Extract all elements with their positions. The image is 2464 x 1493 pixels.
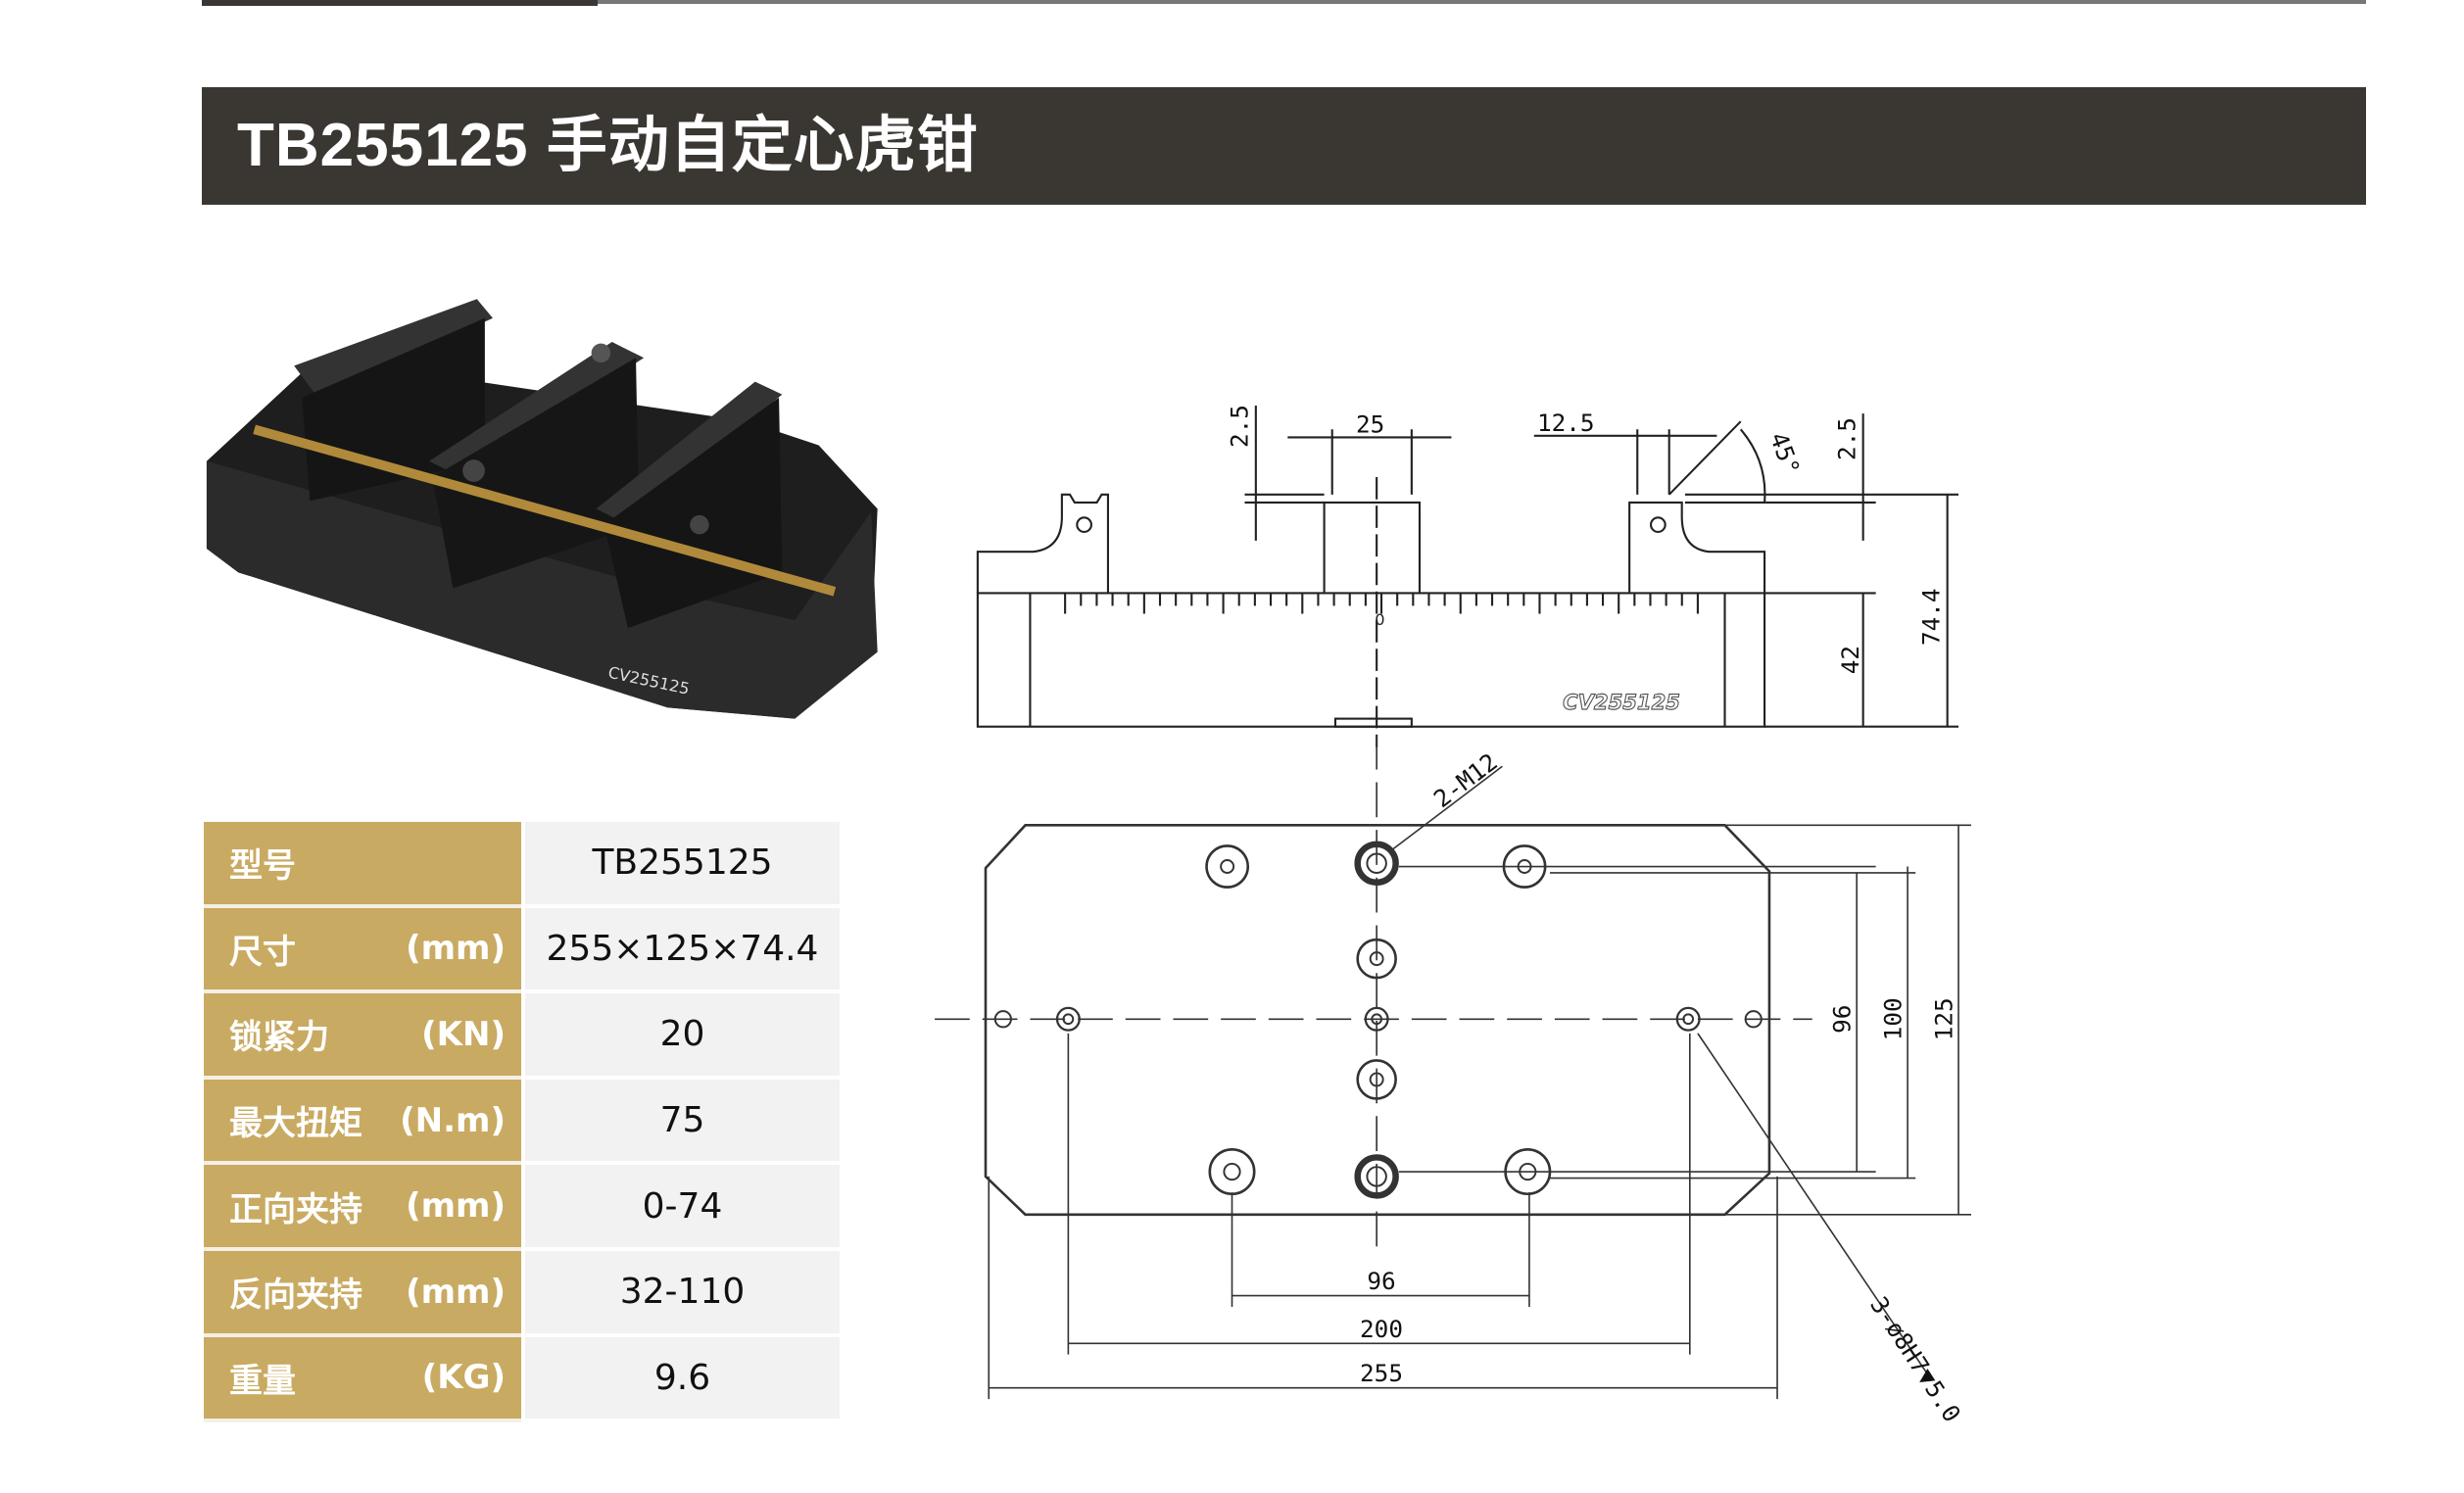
dim-100: 100: [1879, 997, 1908, 1040]
spec-label: 反向夹持: [229, 1276, 362, 1316]
front-view-labels: 25 12.5 2.5 45° 2.5 42 74.4 CV255125 0: [1226, 405, 1946, 714]
top-view-labels: 2-M12 3-ø8H7▼5.0 96 100 125 96 200 255: [1360, 747, 1966, 1427]
hole: [1208, 1148, 1256, 1196]
spec-label: 最大扭矩: [229, 1104, 362, 1144]
title-banner: TB255125 手动自定心虎钳: [202, 87, 2366, 205]
table-row: 重量 (KG) 9.6: [204, 1336, 840, 1423]
dim-96-vertical: 96: [1828, 1005, 1857, 1034]
dim-total-height: 74.4: [1917, 588, 1946, 646]
spec-label: 锁紧力: [229, 1018, 329, 1058]
hole: [1055, 1006, 1081, 1032]
spec-value: 0-74: [521, 1165, 840, 1251]
hole: [1205, 844, 1250, 889]
hole: [1354, 1154, 1399, 1199]
top-rule-accent: [202, 0, 598, 6]
dim-125: 125: [1930, 997, 1958, 1040]
spec-value: 9.6: [521, 1336, 840, 1423]
spec-label: 尺寸: [229, 932, 296, 972]
hole: [1354, 841, 1399, 886]
top-rule: [202, 0, 2366, 4]
dim-jaw-width: 25: [1356, 410, 1384, 439]
hole: [993, 1010, 1012, 1029]
spec-unit: (mm): [406, 929, 506, 969]
table-row: 正向夹持 (mm) 0-74: [204, 1165, 840, 1251]
dim-offset: 12.5: [1537, 409, 1595, 437]
vise-product-image: CV255125: [206, 299, 878, 719]
drawing-model-marking: CV255125: [1563, 690, 1680, 714]
spec-label: 正向夹持: [229, 1189, 362, 1229]
dim-255: 255: [1360, 1359, 1403, 1387]
spec-label: 重量: [229, 1361, 296, 1401]
front-view-drawing: [976, 405, 1959, 747]
hole: [1356, 938, 1397, 980]
scale-zero: 0: [1375, 610, 1384, 629]
dim-step-right: 2.5: [1833, 417, 1861, 460]
spec-value: TB255125: [521, 822, 840, 908]
spec-unit: (KN): [421, 1014, 506, 1054]
dim-angle: 45°: [1764, 428, 1806, 478]
table-row: 尺寸 (mm) 255×125×74.4: [204, 907, 840, 994]
thread-note: 2-M12: [1428, 747, 1503, 813]
top-view-drawing: [935, 734, 1971, 1400]
spec-value: 255×125×74.4: [521, 907, 840, 994]
spec-value: 75: [521, 1079, 840, 1166]
pin-note: 3-ø8H7▼5.0: [1864, 1291, 1966, 1427]
table-row: 型号 TB255125: [204, 822, 840, 908]
table-row: 锁紧力 (KN) 20: [204, 993, 840, 1080]
hole: [1364, 1006, 1389, 1032]
hole: [1744, 1010, 1763, 1029]
dim-base-height: 42: [1836, 646, 1864, 674]
spec-value: 20: [521, 993, 840, 1080]
spec-unit: (mm): [406, 1272, 506, 1312]
hole: [1675, 1006, 1701, 1032]
dim-200: 200: [1360, 1315, 1403, 1343]
spec-unit: (mm): [406, 1186, 506, 1227]
dim-96-horizontal: 96: [1367, 1267, 1395, 1295]
table-row: 最大扭矩 (N.m) 75: [204, 1079, 840, 1166]
spec-label: 型号: [229, 846, 296, 887]
dim-step-left: 2.5: [1226, 405, 1254, 448]
spec-unit: (KG): [421, 1358, 506, 1398]
hole: [1356, 1059, 1397, 1100]
spec-value: 32-110: [521, 1250, 840, 1337]
spec-unit: (N.m): [400, 1100, 506, 1140]
page-title: TB255125 手动自定心虎钳: [237, 112, 979, 179]
table-row: 反向夹持 (mm) 32-110: [204, 1250, 840, 1337]
